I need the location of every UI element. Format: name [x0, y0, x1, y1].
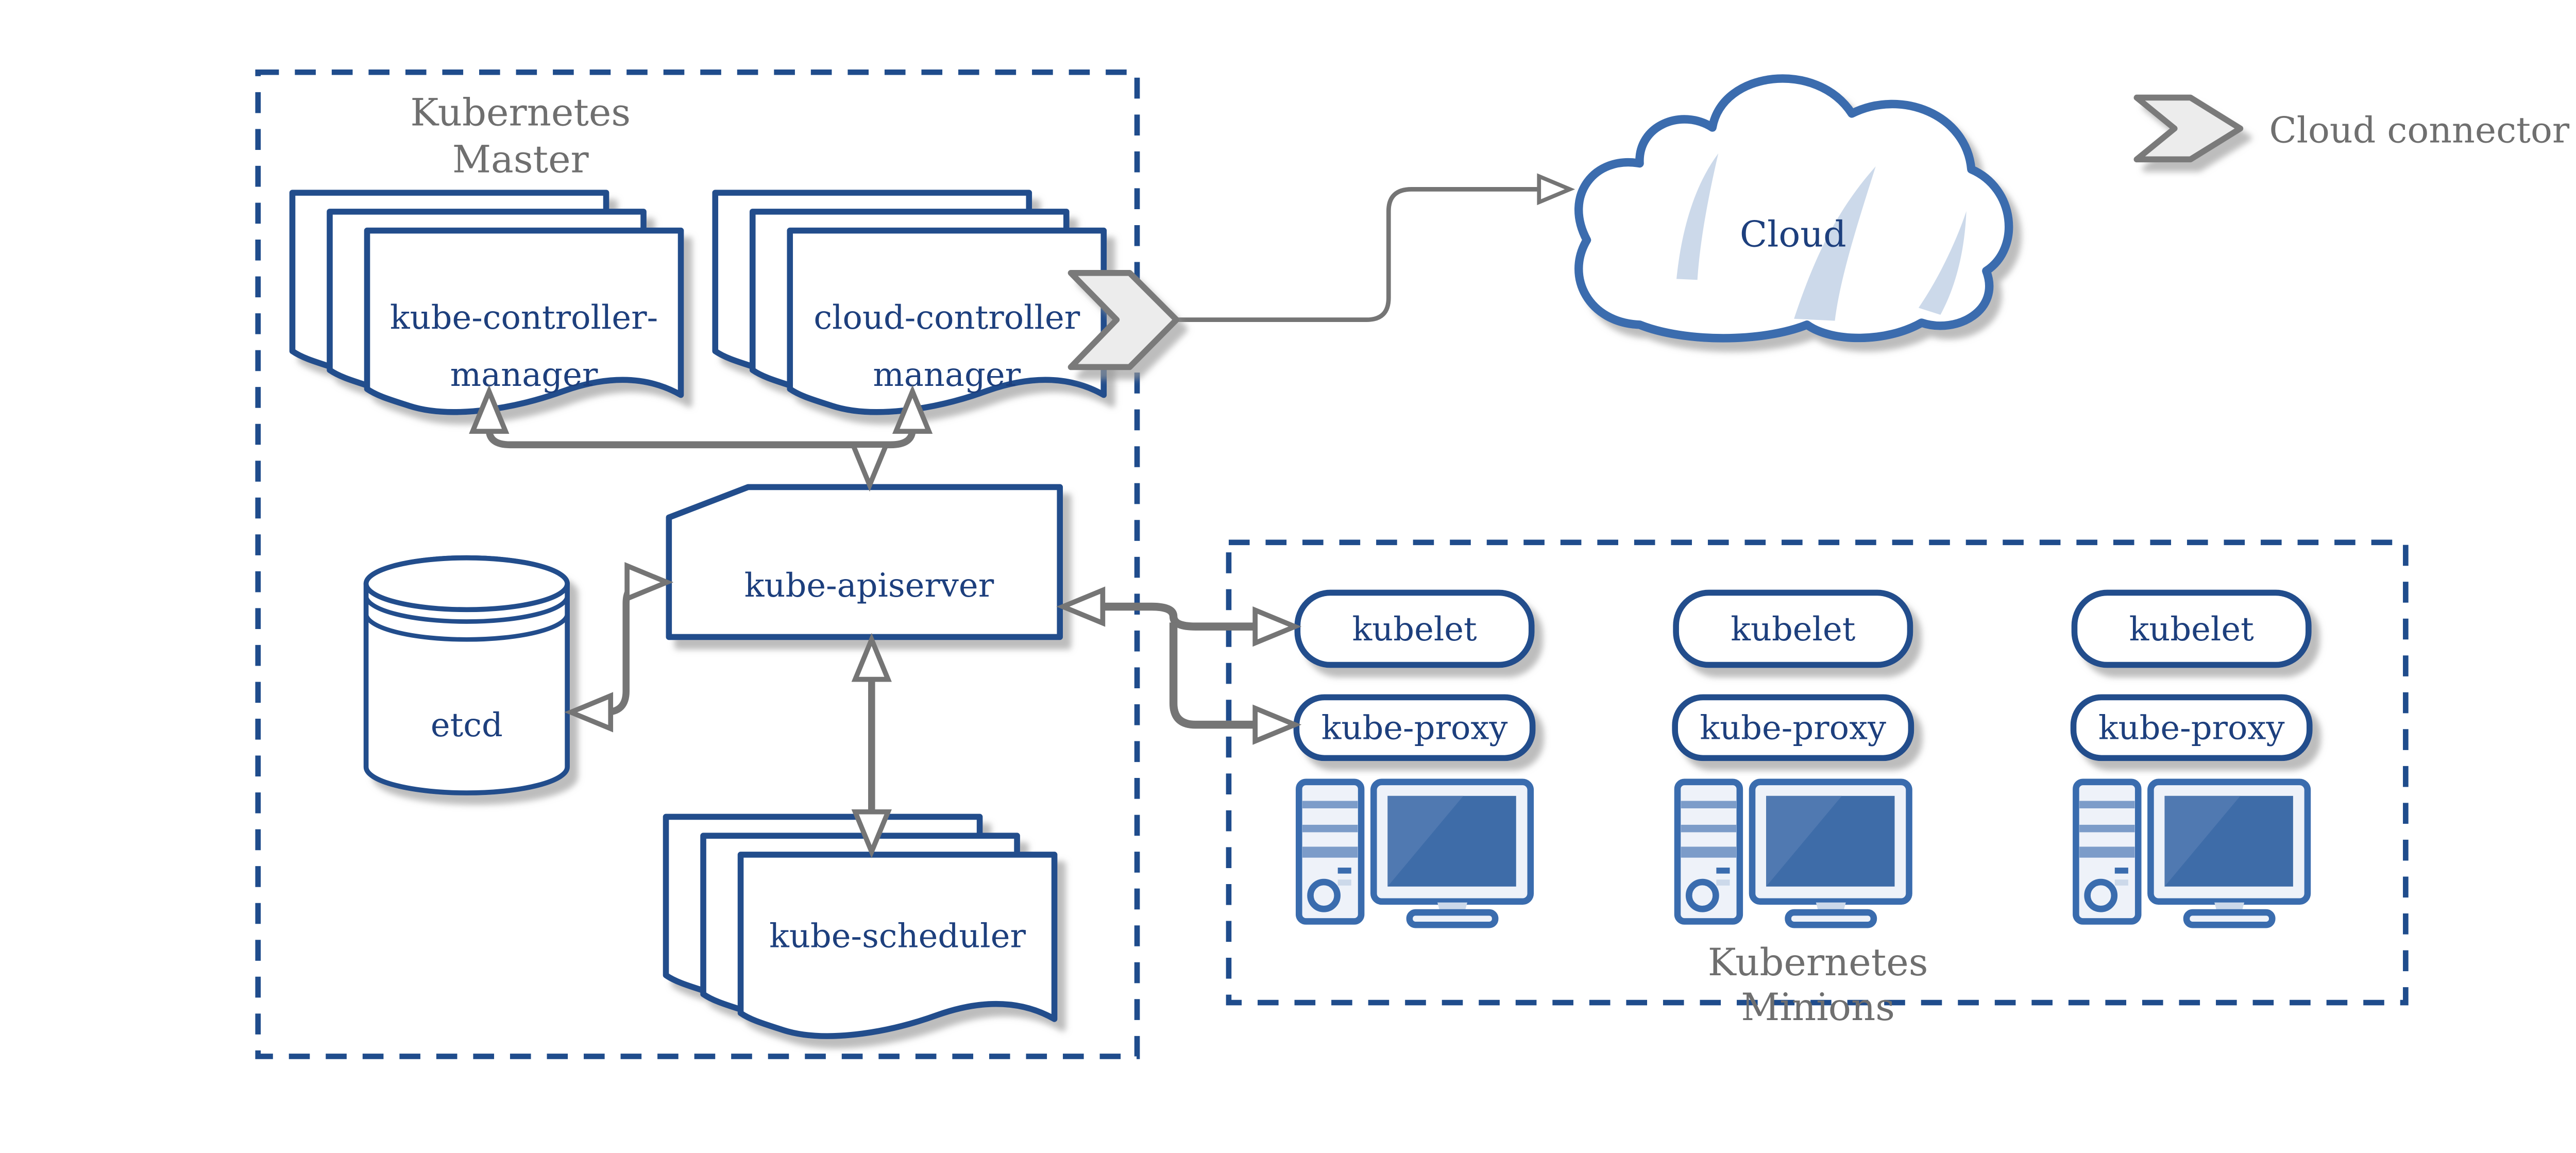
arrowhead-into-kube-controller-manager [469, 385, 510, 434]
kube-controller-manager-label-line1: kube-controller- [390, 299, 658, 337]
cloud-highlight-right [1918, 211, 1967, 315]
kubernetes-master-box [255, 69, 1140, 1059]
minion-column-3: kubelet kube-proxy [2070, 589, 2313, 925]
legend-label: Cloud connector [2269, 109, 2569, 151]
arrow-apiserver-to-controllers [485, 429, 916, 449]
etcd-node [363, 555, 570, 795]
kubelet-label: kubelet [1731, 611, 1855, 649]
cloud-controller-manager-label-line2: manager [873, 356, 1021, 394]
kube-proxy-label: kube-proxy [1700, 709, 1886, 748]
kube-proxy-label: kube-proxy [1321, 709, 1508, 748]
kubelet-label: kubelet [1352, 611, 1477, 649]
cloud-highlight-left [1676, 153, 1719, 280]
arrowhead-into-apiserver-right [1056, 586, 1106, 627]
arrowhead-into-etcd [564, 692, 614, 733]
minions-label-line2: Minions [1741, 986, 1895, 1029]
kubelet-node [1673, 589, 1913, 668]
connectors [469, 173, 1575, 858]
kubernetes-minions-box [1226, 539, 2409, 1006]
legend: Cloud connector [2133, 94, 2570, 163]
kube-apiserver-label: kube-apiserver [744, 567, 994, 605]
etcd-label: etcd [431, 706, 503, 744]
arrowhead-into-kubelet [1252, 606, 1302, 647]
kube-scheduler-label: kube-scheduler [769, 918, 1026, 956]
kube-proxy-node [2070, 694, 2313, 761]
cloud-node [1574, 74, 2013, 343]
arrowhead-into-apiserver-left [624, 562, 674, 603]
kubelet-label: kubelet [2129, 611, 2254, 649]
kube-apiserver-node [666, 484, 1063, 640]
arrow-connector-to-cloud [1170, 187, 1541, 322]
arrowhead-into-cloud [1537, 173, 1575, 206]
cloud-controller-manager-label-line1: cloud-controller [814, 299, 1080, 337]
arrowhead-into-apiserver-top [849, 443, 890, 492]
arrowhead-into-apiserver-bottom [851, 633, 892, 682]
master-label-line2: Master [452, 138, 589, 181]
kube-proxy-node [1293, 694, 1536, 761]
arrowhead-into-kube-proxy [1252, 704, 1302, 745]
kube-controller-manager-label-line2: manager [450, 356, 598, 394]
minion-column-2: kubelet kube-proxy [1672, 589, 1914, 925]
arrowhead-into-cloud-controller-manager [892, 385, 933, 434]
minions-label-line1: Kubernetes [1708, 941, 1928, 985]
kube-proxy-label: kube-proxy [2098, 709, 2285, 748]
cloud-highlight-center [1794, 166, 1876, 321]
cloud-label: Cloud [1740, 214, 1846, 256]
arrow-apiserver-kubelet [1099, 602, 1258, 631]
cloud-connector-icon [1067, 269, 1180, 370]
arrow-apiserver-etcd [601, 579, 664, 716]
kubelet-node [2071, 589, 2312, 668]
computer-icon [1299, 782, 1531, 925]
computer-icon [2076, 782, 2308, 925]
arrow-apiserver-kube-proxy [1169, 622, 1258, 729]
arrowhead-into-scheduler [851, 809, 892, 858]
computer-icon [1677, 782, 1909, 925]
kube-proxy-node [1672, 694, 1914, 761]
kubernetes-architecture-diagram: Kubernetes Master Kubernetes Minions kub… [255, 69, 2570, 1059]
master-label-line1: Kubernetes [410, 91, 631, 135]
kubelet-node [1294, 589, 1535, 668]
minion-column-1: kubelet kube-proxy [1293, 589, 1536, 925]
cloud-connector-legend-icon [2133, 94, 2244, 163]
